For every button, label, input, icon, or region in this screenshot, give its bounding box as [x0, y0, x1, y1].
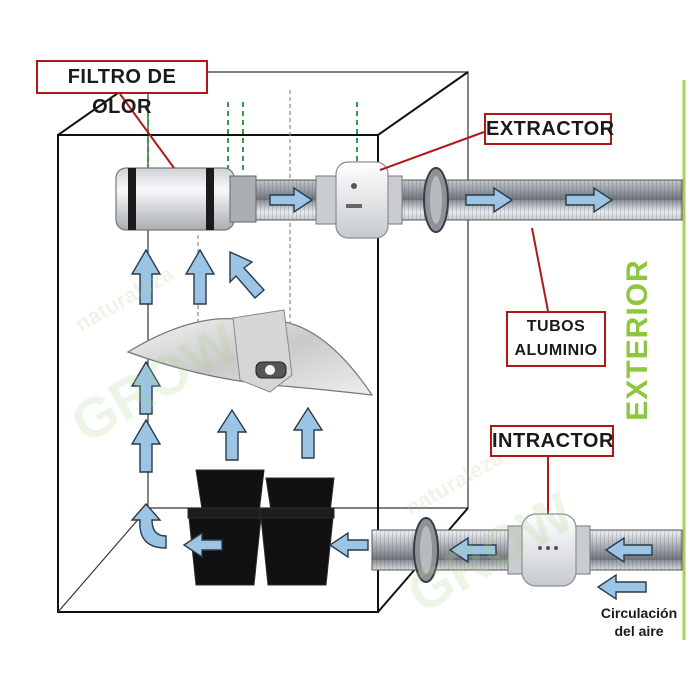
arrow-intake-3 — [328, 531, 369, 559]
label-circulacion-del-aire: Circulación del aire — [584, 604, 694, 640]
label-extractor: EXTRACTOR — [484, 113, 614, 145]
label-tubos-line1: TUBOS — [526, 318, 586, 335]
grow-light-reflector — [126, 309, 374, 396]
arrow-up-1 — [130, 248, 162, 305]
arrow-up-2 — [184, 248, 216, 305]
intake-fan — [507, 513, 591, 587]
arrow-up-6 — [292, 406, 324, 459]
arrow-exhaust-1 — [269, 186, 314, 214]
arrow-up-4 — [130, 360, 162, 415]
pot-front-right — [259, 507, 335, 586]
label-tubos-line2: ALUMINIO — [514, 342, 598, 359]
label-intractor: INTRACTOR — [490, 425, 614, 457]
arrow-exhaust-3 — [565, 186, 614, 214]
plant-pots — [187, 469, 335, 586]
exhaust-fan — [315, 161, 403, 239]
label-circulacion-line1: Circulación — [600, 605, 678, 621]
arrow-up-3 — [229, 250, 265, 299]
arrow-intake-1 — [604, 536, 653, 564]
label-tubos-aluminio: TUBOS ALUMINIO — [506, 311, 606, 367]
arrow-intake-2 — [448, 536, 497, 564]
label-exterior: EXTERIOR — [621, 259, 654, 421]
label-circulacion-line2: del aire — [614, 623, 664, 639]
arrow-curve — [130, 502, 167, 549]
label-filtro-de-olor: FILTRO DE OLOR — [36, 60, 208, 118]
tent-edge-top-right — [377, 71, 469, 136]
arrow-circulation — [596, 573, 647, 601]
airflow-arrows — [130, 186, 653, 601]
arrow-exhaust-2 — [465, 186, 514, 214]
callout-leaders — [119, 93, 549, 514]
hanging-straps — [147, 102, 358, 170]
arrow-up-7 — [130, 418, 162, 473]
tent-edge-bottom-left — [57, 507, 149, 613]
arrow-up-5 — [216, 408, 248, 461]
carbon-filter — [115, 167, 257, 231]
arrow-intake-4 — [182, 531, 223, 559]
